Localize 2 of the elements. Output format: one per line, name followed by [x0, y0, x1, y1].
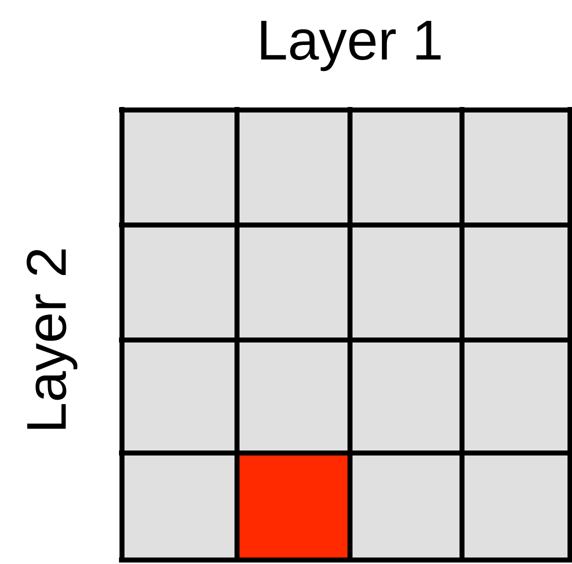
- axis-label: Layer 2: [26, 250, 78, 429]
- axis-label: Layer 1: [261, 20, 441, 72]
